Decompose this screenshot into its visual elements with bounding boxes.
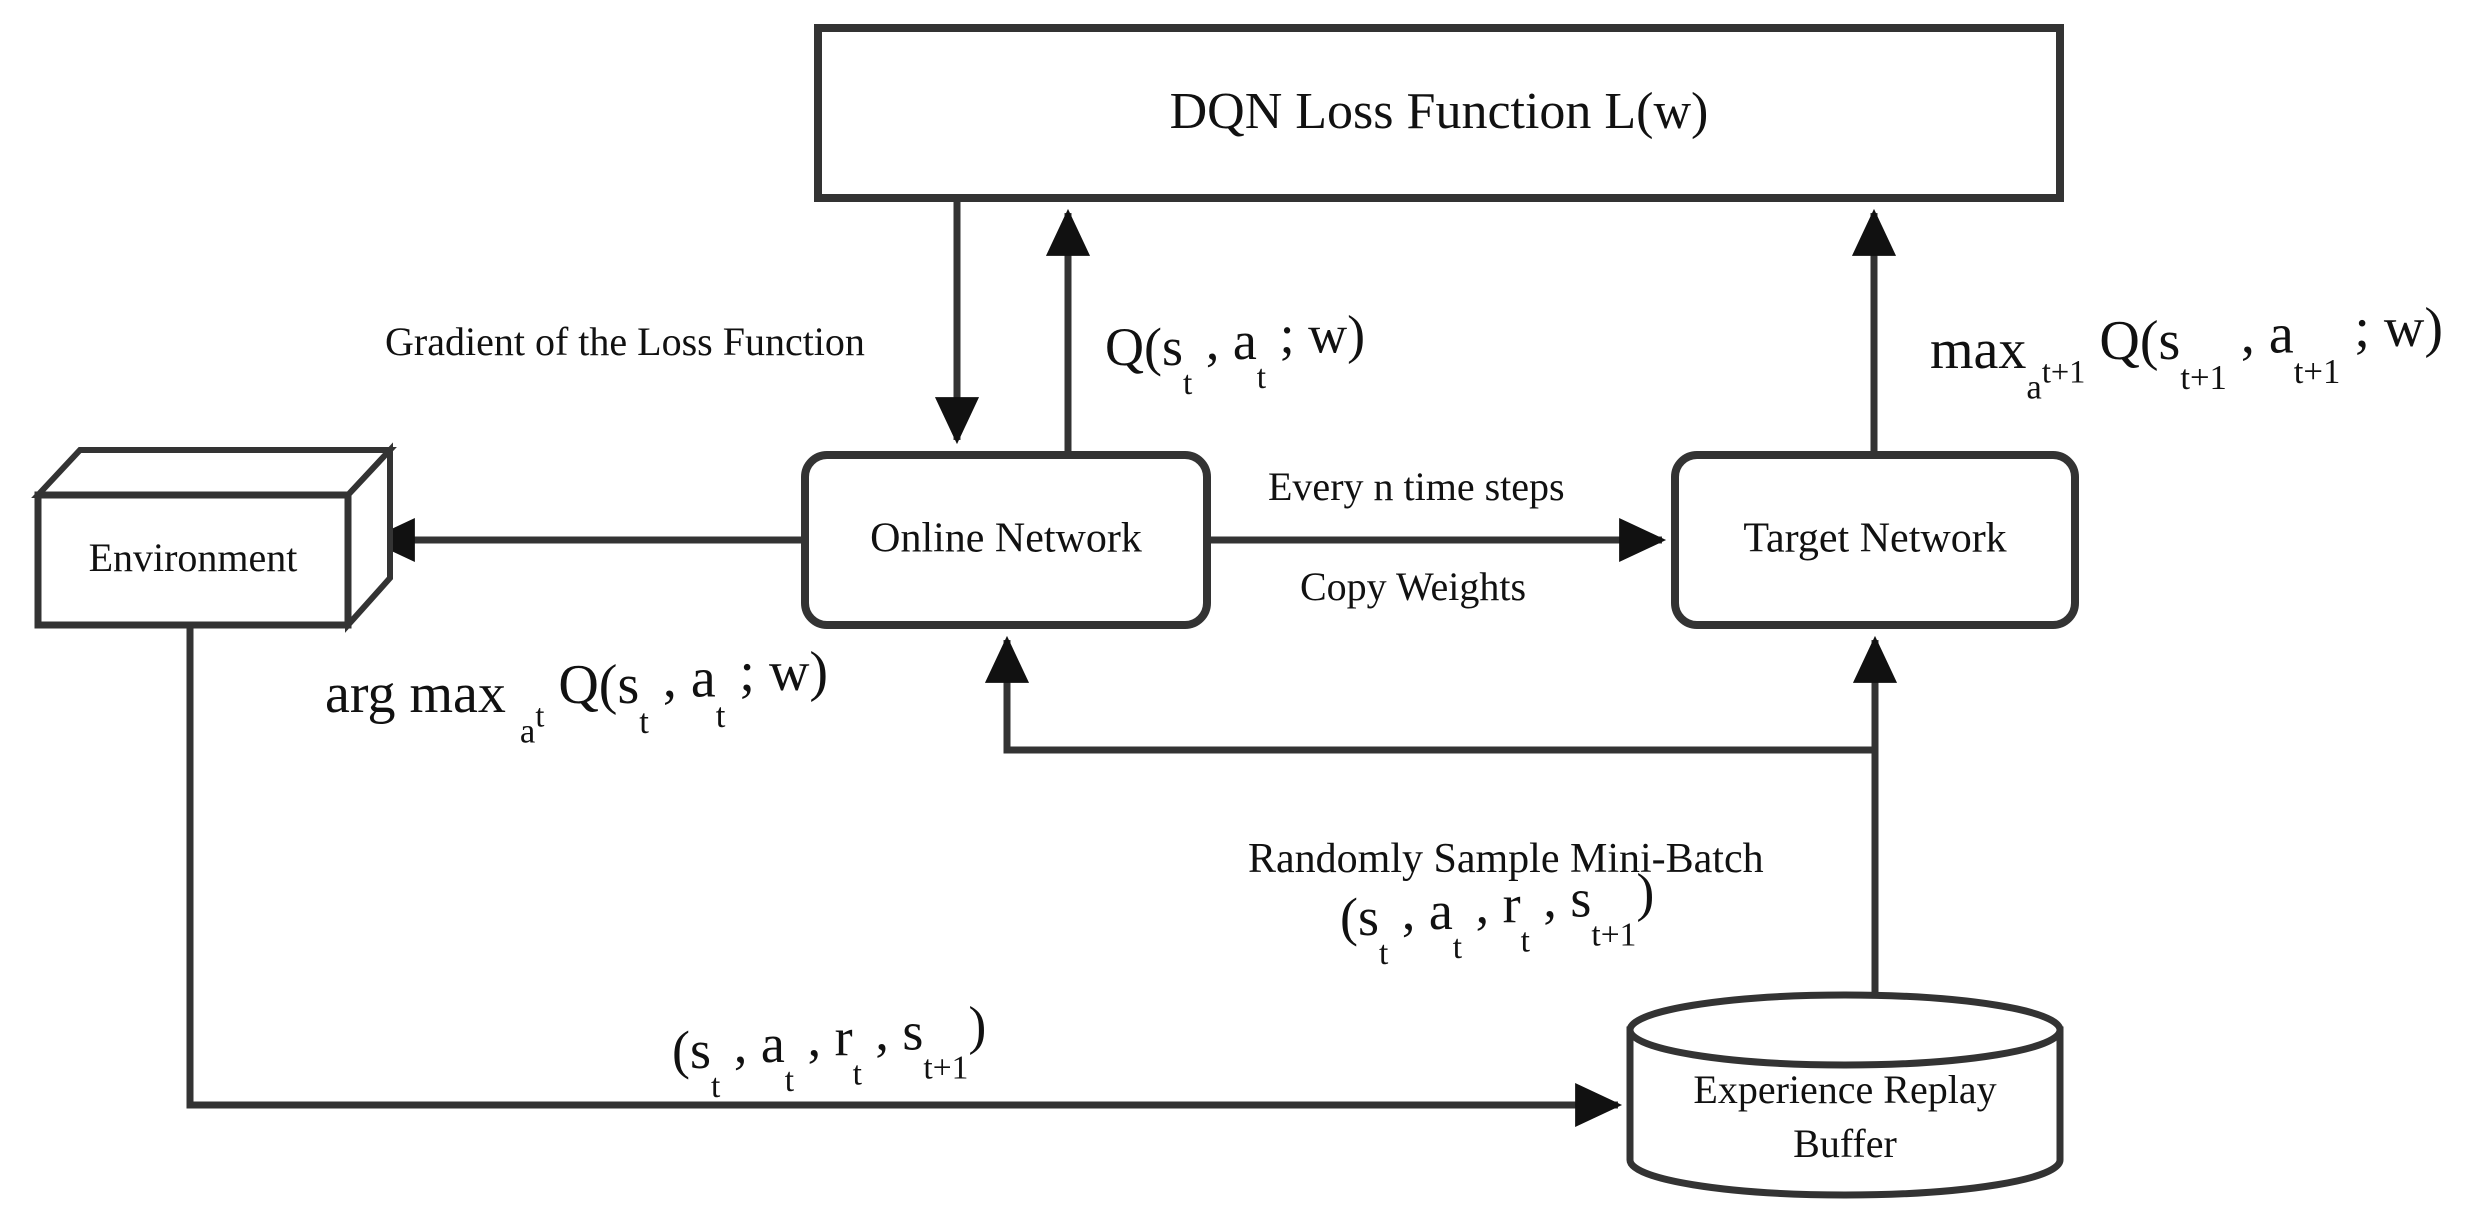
buffer-body-shape [1626,1026,2064,1199]
label-every-n-time-steps: Every n time steps [1268,464,1565,509]
environment-label: Environment [89,535,298,580]
node-experience-replay-buffer[interactable]: Experience Replay Buffer [1626,991,2064,1199]
node-online-network[interactable]: Online Network [801,451,1211,629]
label-gradient-of-loss: Gradient of the Loss Function [385,319,865,364]
buffer-label-line1: Experience Replay [1693,1067,1996,1112]
label-randomly-sample-minibatch: Randomly Sample Mini-Batch [1248,836,1764,882]
environment-top-face [31,447,397,498]
buffer-top-ellipse [1626,991,2064,1069]
formula-transition-tuple-sample: (st , at , rt , st+1) [1340,862,1654,971]
edges-layer [186,200,1898,1128]
label-copy-weights: Copy Weights [1300,564,1526,609]
formula-max-q-target: maxat+1 Q(st+1 , at+1 ; w) [1930,297,2443,406]
formula-q-online: Q(st , at ; w) [1105,305,1365,402]
node-target-network[interactable]: Target Network [1671,451,2079,629]
edge-environment-to-buffer-store [186,625,1623,1128]
environment-front-face [34,491,352,629]
loss-box-label: DQN Loss Function L(w) [1170,83,1709,140]
online-network-shape [801,451,1211,629]
target-network-label: Target Network [1743,516,2006,562]
formula-transition-tuple-store: (st , at , rt , st+1) [672,995,986,1104]
node-environment[interactable]: Environment [31,442,397,633]
node-dqn-loss-function[interactable]: DQN Loss Function L(w) [814,24,2064,202]
formula-argmax-action: arg max at Q(st , at ; w) [325,641,828,750]
online-network-label: Online Network [870,516,1142,562]
loss-box-shape [814,24,2064,202]
buffer-label-line2: Buffer [1793,1121,1897,1166]
edge-buffer-to-online-minibatch [984,635,1875,754]
target-network-shape [1671,451,2079,629]
